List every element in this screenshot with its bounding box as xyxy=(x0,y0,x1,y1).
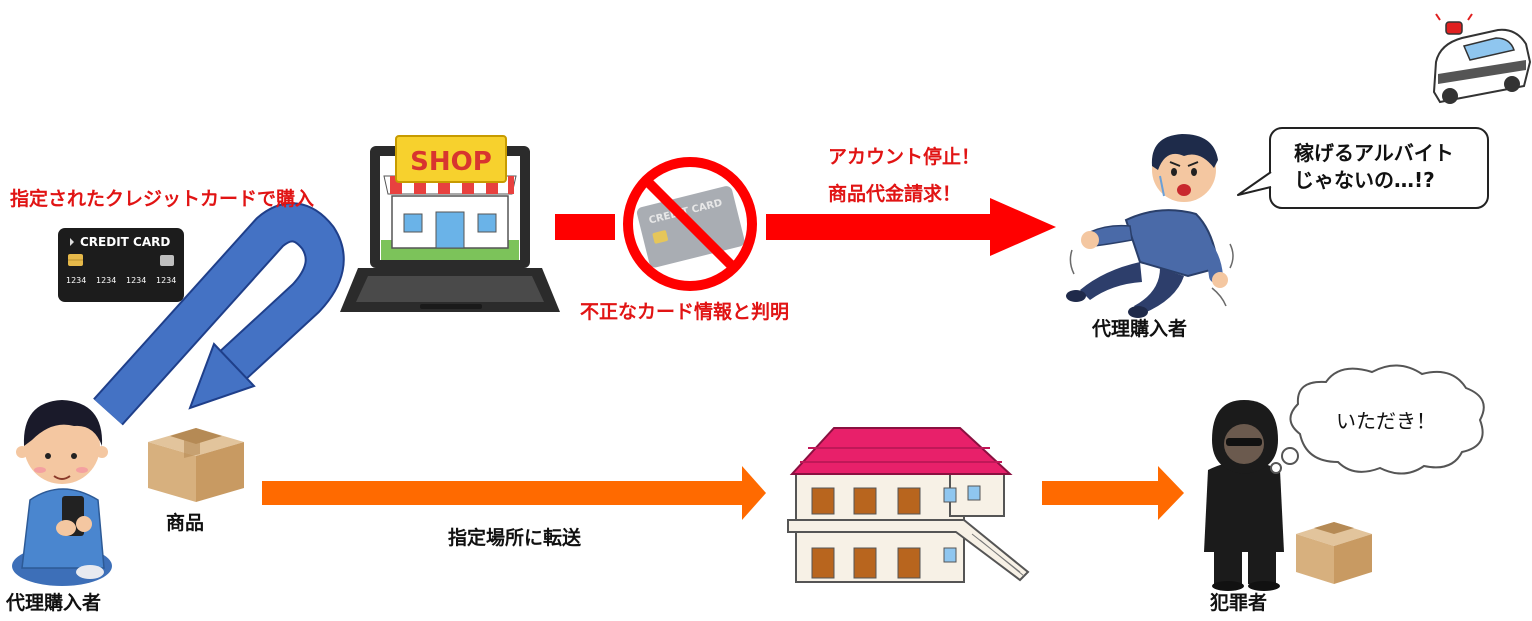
card-title-text: CREDIT CARD xyxy=(80,235,170,249)
buy-instruction-label: 指定されたクレジットカードで購入 xyxy=(10,188,315,210)
prohibited-card-icon: CREDIT CARD xyxy=(623,157,757,291)
criminal-label: 犯罪者 xyxy=(1210,592,1268,614)
house-icon xyxy=(787,427,1030,583)
cardboard-box-icon xyxy=(1296,522,1372,584)
victim-speech-bubble xyxy=(1237,127,1489,209)
victim-bubble-line-2: じゃないの…!? xyxy=(1294,168,1435,192)
orange-arrow-to-criminal xyxy=(1042,466,1184,520)
proxy-buyer-label-top: 代理購入者 xyxy=(1092,318,1188,340)
fraud-card-found-label: 不正なカード情報と判明 xyxy=(580,301,790,323)
blue-uturn-arrow xyxy=(93,202,345,426)
criminal-bubble-text: いただき！ xyxy=(1336,409,1436,433)
police-car-icon xyxy=(1432,13,1532,104)
man-with-phone-icon xyxy=(12,400,112,586)
cardboard-box-icon xyxy=(148,428,244,502)
hooded-criminal-icon xyxy=(1204,400,1284,591)
orange-arrow-to-house xyxy=(262,466,766,520)
credit-card-icon: CREDIT CARD 1234 1234 1234 1234 xyxy=(58,228,184,302)
victim-bubble-text: 稼げるアルバイト じゃないの…!? xyxy=(1294,140,1454,194)
card-digit-group: 1234 xyxy=(66,276,86,285)
proxy-buyer-label-bottom: 代理購入者 xyxy=(6,592,102,614)
shop-sign-text: SHOP xyxy=(410,147,492,177)
account-suspended-label: アカウント停止！ xyxy=(828,146,981,168)
red-arrow xyxy=(555,198,1056,256)
victim-bubble-line-1: 稼げるアルバイト xyxy=(1294,141,1454,165)
charge-claim-label: 商品代金請求！ xyxy=(828,183,962,205)
panicked-man-icon xyxy=(1066,134,1234,318)
card-digit-group: 1234 xyxy=(156,276,176,285)
card-digit-group: 1234 xyxy=(96,276,116,285)
criminal-thought-bubble xyxy=(1270,364,1485,475)
card-digit-group: 1234 xyxy=(126,276,146,285)
product-label: 商品 xyxy=(166,512,205,534)
forward-to-location-label: 指定場所に転送 xyxy=(448,527,582,549)
laptop-shop-icon: SHOP xyxy=(340,135,560,312)
